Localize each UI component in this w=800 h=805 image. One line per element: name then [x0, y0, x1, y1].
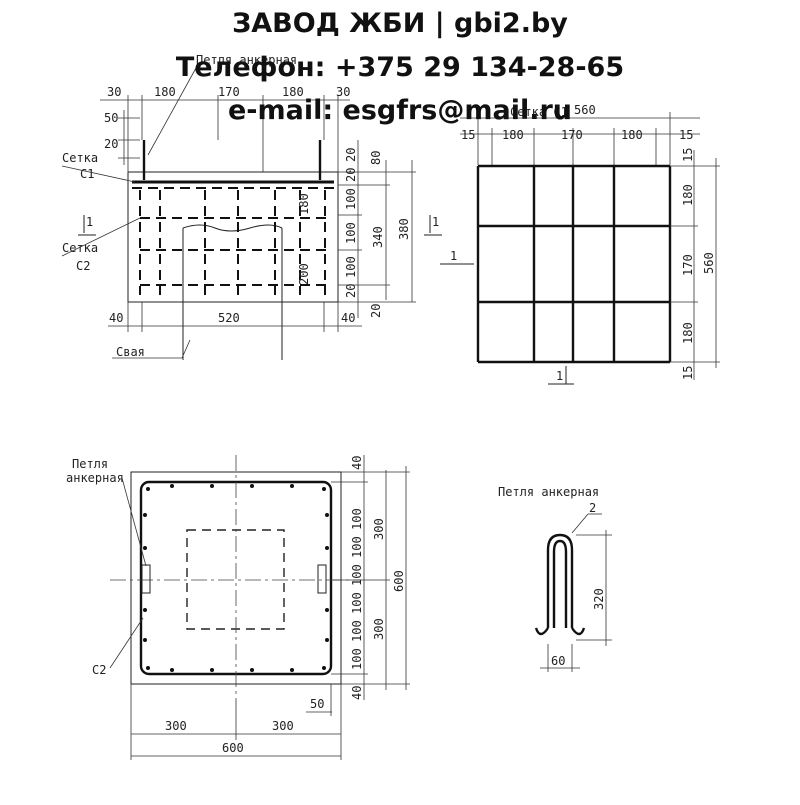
section-view: 30 180 170 180 30 50 20 Петля анкерная С… [61, 53, 442, 360]
mesh-dim-right-1: 180 [681, 184, 695, 206]
plan-dim-right-total: 600 [392, 570, 406, 592]
plan-dim-right-7: 40 [350, 686, 364, 700]
header-phone: Телефон: +375 29 134-28-65 [175, 52, 625, 83]
mesh-dim-right-2: 170 [681, 254, 695, 276]
svg-text:1: 1 [86, 215, 93, 229]
mesh-dim-right-total: 560 [702, 252, 716, 274]
plan-dim-mid-1: 300 [372, 618, 386, 640]
mesh-dim-top-3: 180 [621, 128, 643, 142]
dim-right-2: 20 [344, 168, 358, 182]
dim-right-7: 20 [369, 304, 383, 318]
head-outline [127, 171, 339, 303]
label-mesh-c2-b: С2 [76, 259, 90, 273]
dim-top-2: 170 [218, 85, 240, 99]
plan-dim-right-5: 100 [350, 620, 364, 642]
dim-right-5: 100 [344, 256, 358, 278]
dim-right-0: 20 [344, 148, 358, 162]
svg-text:1: 1 [450, 249, 457, 263]
dim-left-0: 50 [104, 111, 118, 125]
plan-loop-right [317, 564, 327, 594]
plan-dim-bottom-0: 300 [165, 719, 187, 733]
plan-dim-small: 50 [310, 697, 324, 711]
loop-inner [552, 539, 568, 628]
label-pile: Свая [116, 345, 145, 359]
leader-anchor-loop [147, 67, 197, 156]
plan-view: Петля анкерная С2 40 100 100 100 100 100… [66, 455, 410, 760]
plan-label-loop-a: Петля [72, 457, 108, 471]
dim-bottom-0: 40 [109, 311, 123, 325]
mesh-dim-right-3: 180 [681, 322, 695, 344]
plan-dim-right-0: 40 [350, 456, 364, 470]
dim-bottom-2: 40 [341, 311, 355, 325]
loop-height: 320 [592, 588, 606, 610]
mesh-c1-view: Сетка С1 560 15 180 170 180 15 1 1 [440, 103, 720, 385]
dim-top-3: 180 [282, 85, 304, 99]
pile-outline [186, 529, 285, 630]
label-mesh-c1-b: С1 [80, 167, 94, 181]
plan-label-c2: С2 [92, 663, 106, 677]
plan-dim-right-1: 100 [350, 508, 364, 530]
plan-dim-right-4: 100 [350, 592, 364, 614]
label-anchor-loop: Петля анкерная [196, 53, 297, 67]
dim-right-total: 380 [397, 218, 411, 240]
loop-hook-left [534, 627, 549, 636]
plan-dim-mid-0: 300 [372, 518, 386, 540]
loop-mark: 2 [589, 501, 596, 515]
dim-left-1: 20 [104, 137, 118, 151]
loop-outer [546, 533, 574, 628]
loop-title: Петля анкерная [498, 485, 599, 499]
label-mesh-c2-a: Сетка [62, 241, 98, 255]
loop-mark-leader [571, 513, 589, 534]
mesh-title: Сетка С1 [510, 105, 568, 119]
dim-right-1: 80 [369, 151, 383, 165]
plan-dim-bottom-1: 300 [272, 719, 294, 733]
loop-hook-right [571, 627, 586, 636]
loop-width: 60 [551, 654, 565, 668]
mesh-dim-right-4: 15 [681, 366, 695, 380]
dim-right-3: 100 [344, 188, 358, 210]
dim-top-0: 30 [107, 85, 121, 99]
dim-right-4: 100 [344, 222, 358, 244]
pile-top-break [182, 224, 283, 232]
rebar-dots [143, 484, 329, 672]
dim-top-1: 180 [154, 85, 176, 99]
plan-label-loop-b: анкерная [66, 471, 124, 485]
mesh-dim-top-1: 180 [502, 128, 524, 142]
loop-detail: Петля анкерная 2 320 60 [498, 485, 612, 672]
plan-loop-left [141, 564, 151, 594]
dim-right-6: 20 [344, 284, 358, 298]
dim-top-4: 30 [336, 85, 350, 99]
mesh-dim-total: 560 [574, 103, 596, 117]
header-factory-name: ЗАВОД ЖБИ | gbi2.by [232, 8, 568, 39]
dim-right-mid: 340 [371, 226, 385, 248]
mesh-dim-right-0: 15 [681, 148, 695, 162]
header-email: e-mail: esgfrs@mail.ru [227, 95, 573, 126]
svg-text:1: 1 [556, 369, 563, 383]
mesh-dim-top-2: 170 [561, 128, 583, 142]
plan-dim-right-6: 100 [350, 648, 364, 670]
plan-dim-right-2: 100 [350, 536, 364, 558]
dim-inner-0: 180 [297, 193, 311, 215]
plan-dim-bottom-total: 600 [222, 741, 244, 755]
svg-text:1: 1 [432, 215, 439, 229]
dim-inner-1: 200 [297, 263, 311, 285]
mesh-dim-top-4: 15 [679, 128, 693, 142]
dim-bottom-1: 520 [218, 311, 240, 325]
mesh-dim-top-0: 15 [461, 128, 475, 142]
plan-dim-right-3: 100 [350, 564, 364, 586]
label-mesh-c1-a: Сетка [62, 151, 98, 165]
